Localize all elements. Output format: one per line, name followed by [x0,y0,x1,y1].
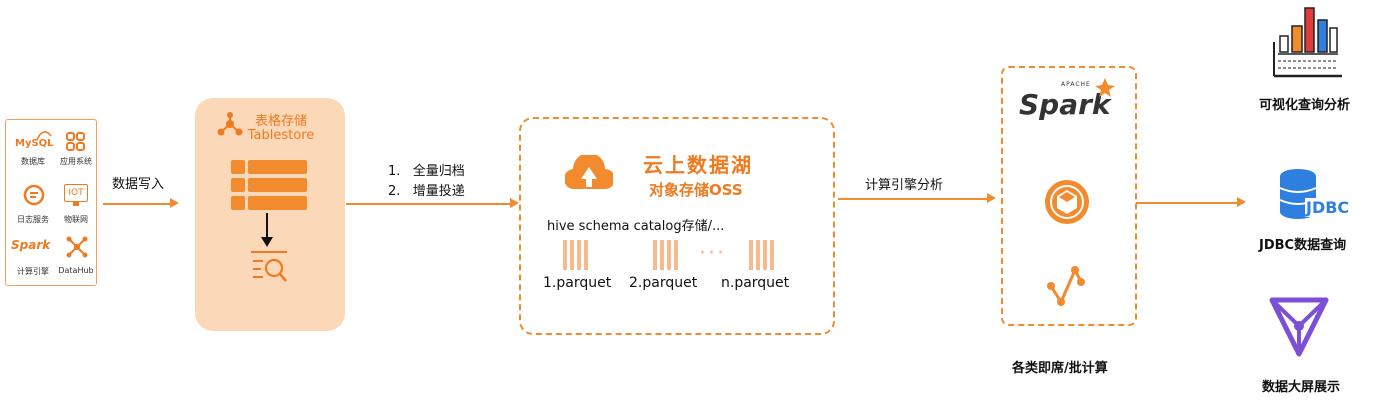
source-label: 应用系统 [60,157,92,166]
output-label-visualization: 可视化查询分析 [1259,98,1351,113]
engines-caption: 各类即席/批计算 [1012,361,1108,376]
lake-title: 云上数据湖 [643,153,753,177]
source-label: 数据库 [21,157,45,166]
archive-step-1: 1. 全量归档 [388,164,465,179]
spark-small-icon: Spark [11,238,51,252]
iot-icon: IOT [64,184,88,202]
dolphin-icon [36,131,52,141]
bar-chart-icon [1273,7,1342,78]
engine-cube-icon [1045,180,1089,224]
source-label: 物联网 [64,215,88,224]
source-label: DataHub [58,266,94,275]
source-apps: 应用系统 [54,128,98,168]
compute-arrow-head [987,193,996,203]
data-sources-panel: MySQL 数据库 应用系统 日志服务 IOT 物联网 Spark 计算引擎 [5,119,97,286]
tablestore-logo-icon [217,112,243,136]
source-logs: 日志服务 [11,182,55,224]
parquet-file-label: 2.parquet [629,275,698,291]
datahub-icon [66,236,88,258]
parquet-file-label: 1.parquet [543,275,612,291]
compute-arrow-line [838,198,988,200]
source-label: 计算引擎 [17,267,49,276]
ellipsis: ··· [699,241,726,266]
app-grid-icon [66,132,85,151]
compute-label: 计算引擎分析 [865,178,944,193]
parquet-file-icon [563,240,589,272]
down-arrow-icon [261,213,273,247]
output-label-jdbc: JDBC数据查询 [1259,238,1347,253]
tablestore-title: 表格存储 [254,114,307,129]
monitor-stand [73,202,79,206]
source-iot: IOT 物联网 [54,182,98,224]
tablestore-subtitle: Tablestore [247,128,315,143]
mysql-icon: MySQL [15,138,54,149]
apache-label: APACHE [1061,81,1091,88]
log-search-icon [23,184,45,206]
archive-arrow-head [510,198,519,208]
write-label: 数据写入 [112,177,165,192]
catalog-label: hive schema catalog存储/... [547,219,725,234]
oss-cloud-icon [565,155,613,190]
output-label-dashboard: 数据大屏展示 [1262,380,1341,395]
output-arrow-line [1136,202,1238,204]
source-spark: Spark 计算引擎 [9,234,57,276]
parquet-file-icon [749,240,775,272]
jdbc-logo-text: JDBC [1305,198,1351,217]
lake-subtitle: 对象存储OSS [649,181,743,199]
compute-engines-box: APACHE Spark [1001,66,1137,326]
parquet-file-label: n.parquet [721,275,790,291]
spark-star-icon [1095,78,1115,97]
source-label: 日志服务 [17,215,49,224]
index-search-icon [251,251,287,282]
source-datahub: DataHub [54,234,98,275]
write-arrow-line [103,203,171,205]
archive-arrow-line [346,203,511,205]
data-lake-box: 云上数据湖 对象存储OSS hive schema catalog存储/... … [519,117,835,335]
write-arrow-head [170,198,179,208]
parquet-file-icon [653,240,679,272]
dashboard-network-icon [1269,297,1329,357]
table-icon [231,160,307,212]
output-arrow-head [1237,197,1246,207]
archive-step-2: 2. 增量投递 [388,184,465,199]
engine-graph-icon [1047,266,1085,306]
spark-logo-icon: Spark [1019,88,1111,121]
source-mysql: MySQL 数据库 [11,128,55,168]
tablestore-panel: 表格存储 Tablestore [195,98,345,331]
